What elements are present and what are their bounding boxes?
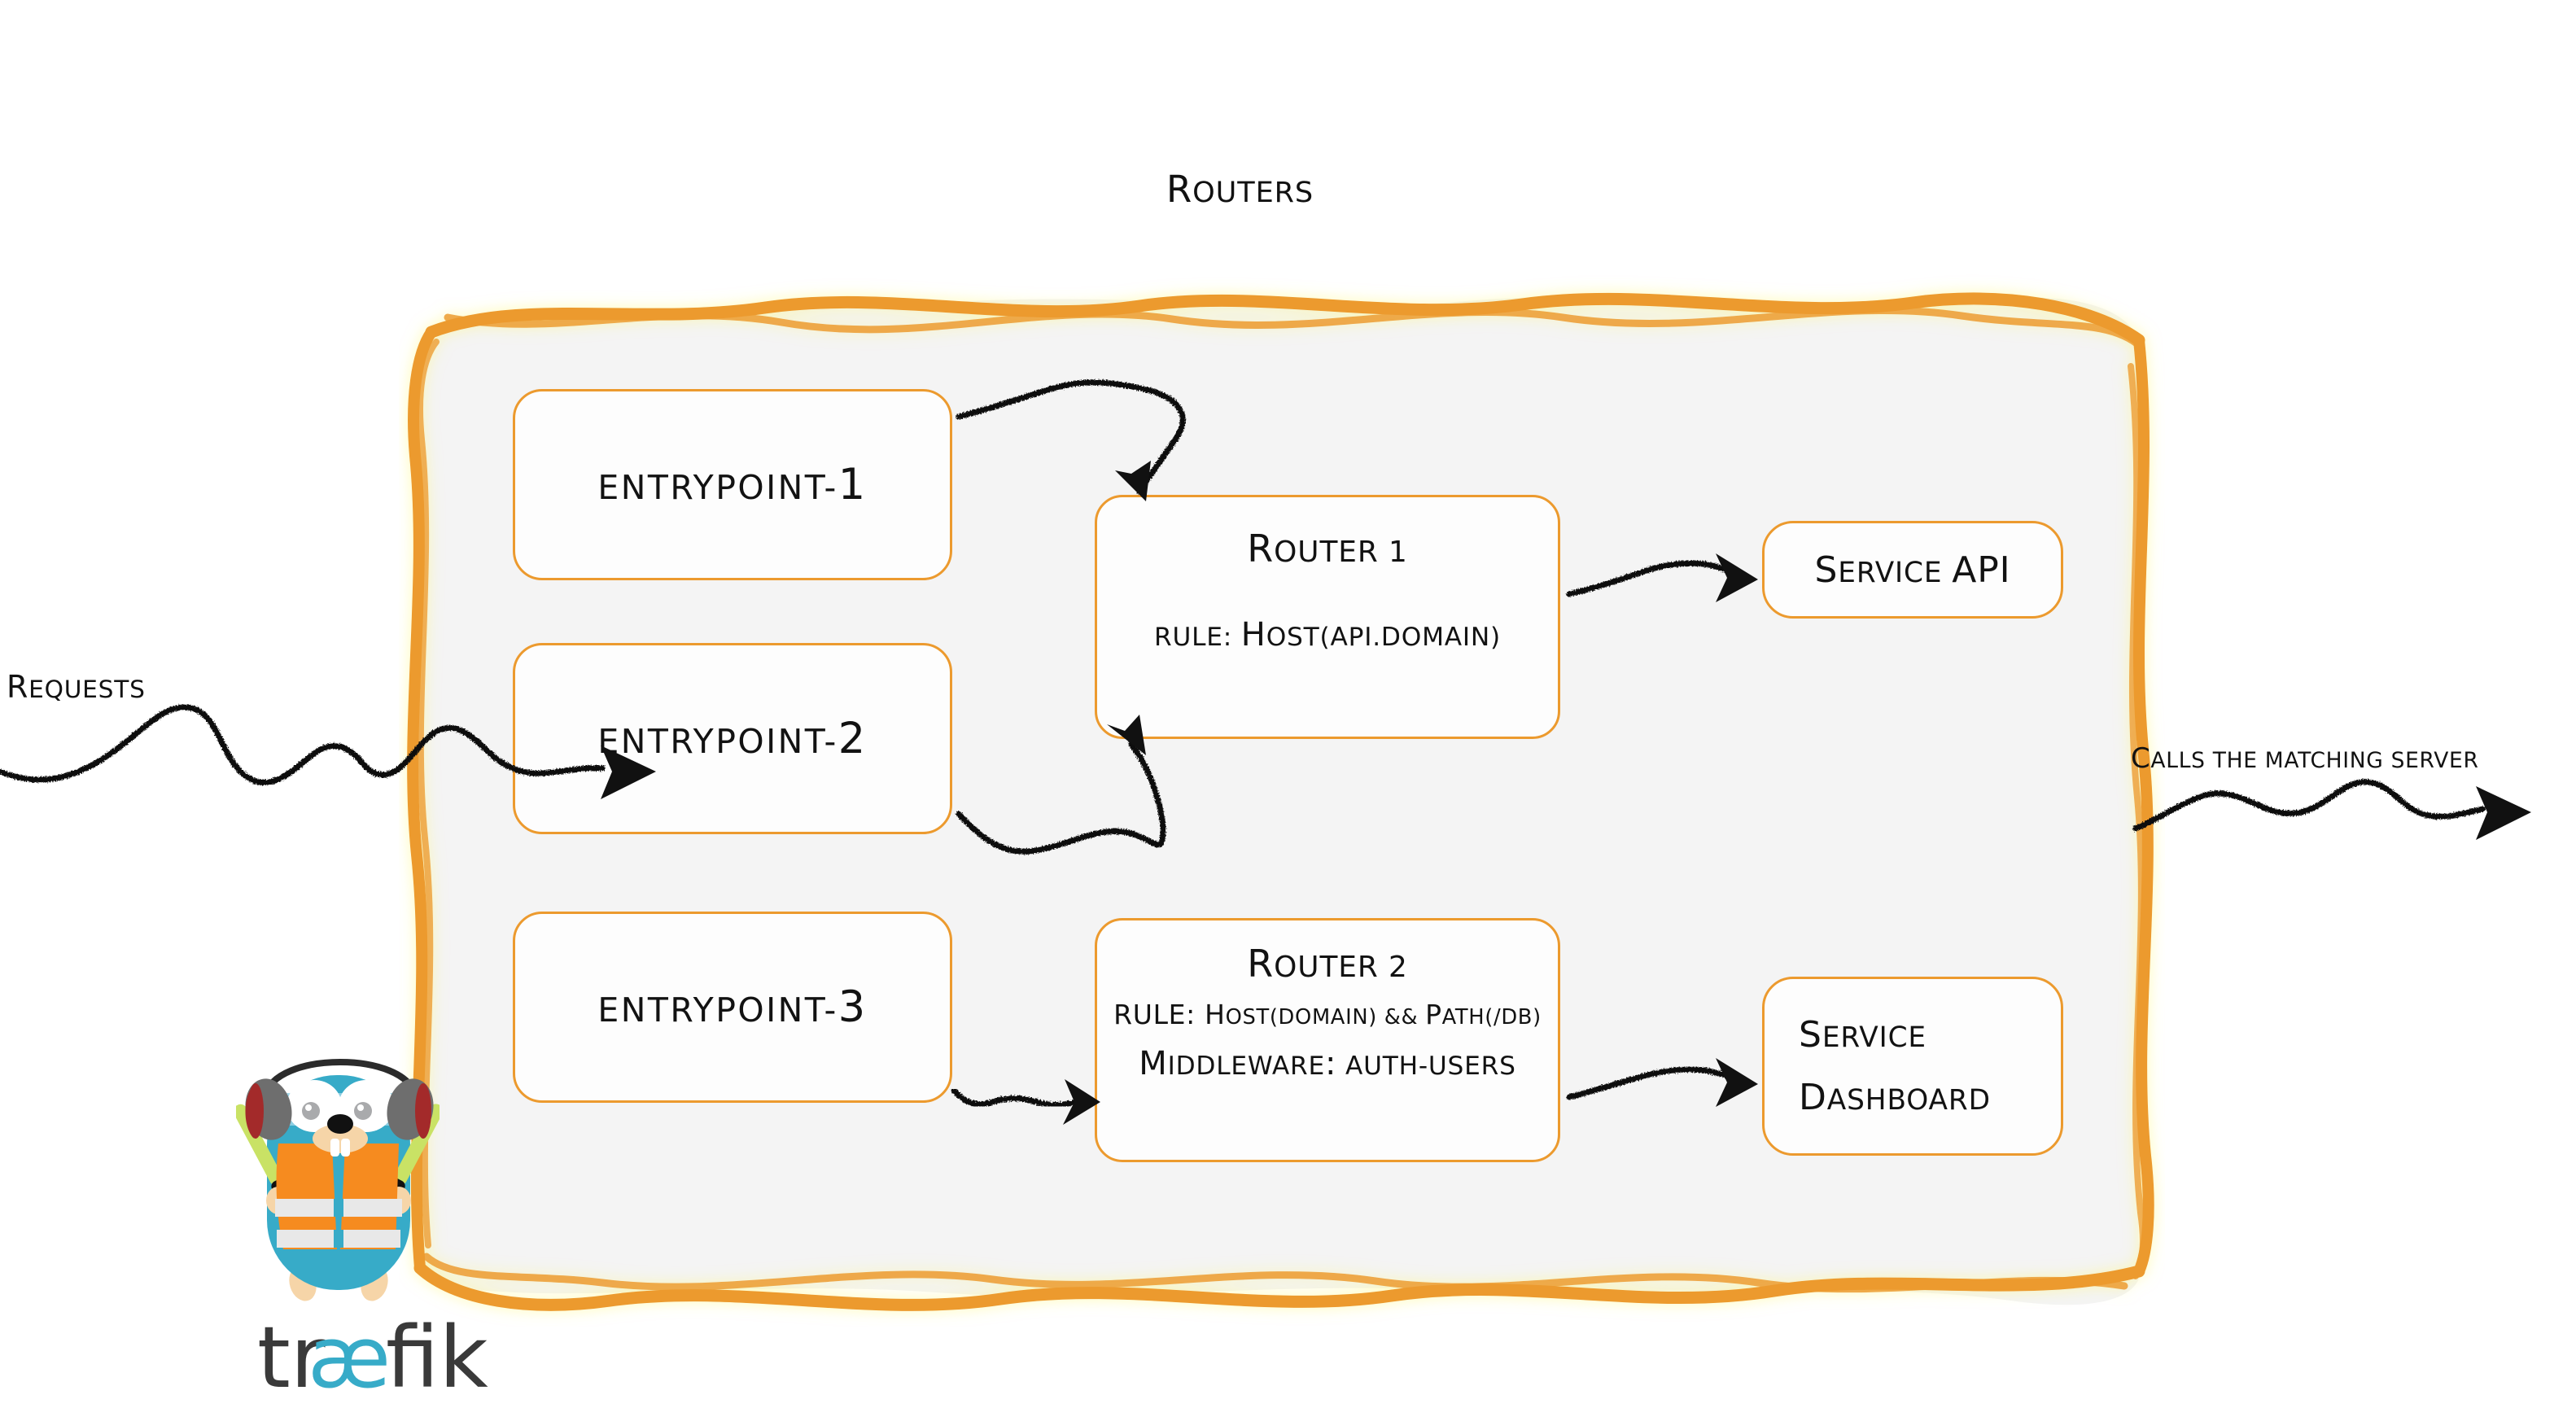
- panel-border-bottom: [413, 1262, 2145, 1311]
- service-dashboard-line2: DASHBOARD: [1799, 1077, 1991, 1118]
- gopher-earcup-left: [245, 1078, 292, 1140]
- traefik-wordmark: tr æ fik: [257, 1317, 488, 1406]
- gopher-tooth-right: [341, 1139, 350, 1157]
- entrypoint-3-text: entrypoint: [597, 990, 824, 1030]
- service-dashboard-box[interactable]: SERVICE DASHBOARD: [1762, 977, 2063, 1156]
- router-1-title: ROUTER 1: [1247, 527, 1408, 571]
- service-api-label: SERVICE API: [1814, 549, 2011, 591]
- entrypoint-1-number: 1: [838, 460, 868, 509]
- entrypoint-2-number: 2: [838, 714, 868, 763]
- gopher-nose: [327, 1114, 353, 1134]
- gopher-earcup-right: [387, 1078, 434, 1140]
- entrypoint-1-text: entrypoint: [597, 468, 824, 507]
- calls-matching-server-label: CALLS THE MATCHING SERVER: [2131, 742, 2479, 775]
- router-2-rule-key: rule:: [1113, 999, 1196, 1030]
- title-first-letter: R: [1166, 168, 1193, 211]
- router-1-rule: rule: HOST(API.DOMAIN): [1153, 616, 1502, 654]
- router-2-middleware: MIDDLEWARE: auth-users: [1139, 1045, 1516, 1082]
- entrypoint-3-box[interactable]: entrypoint-3: [513, 912, 952, 1103]
- gopher-muzzle: [313, 1124, 368, 1153]
- router-2-box[interactable]: ROUTER 2 rule: HOST(DOMAIN) && PATH(/DB)…: [1095, 918, 1560, 1162]
- router-2-middleware-value: auth-users: [1345, 1052, 1516, 1081]
- gopher-vest: [276, 1143, 339, 1249]
- calls-arrow: [2132, 779, 2486, 832]
- entrypoint-2-text: entrypoint: [597, 722, 824, 761]
- router-1-rule-key: rule:: [1153, 623, 1233, 652]
- entrypoint-1-label: entrypoint-1: [597, 460, 868, 509]
- router-1-box[interactable]: ROUTER 1 rule: HOST(API.DOMAIN): [1095, 495, 1560, 739]
- router-2-rule: rule: HOST(DOMAIN) && PATH(/DB): [1113, 999, 1542, 1030]
- title-rest: OUTERS: [1192, 176, 1314, 209]
- requests-label: REQUESTS: [7, 669, 146, 705]
- entrypoint-3-label: entrypoint-3: [597, 982, 868, 1032]
- panel-border-right: [2133, 335, 2154, 1277]
- wordmark-tr: tr: [257, 1317, 326, 1406]
- service-dashboard-line1: SERVICE: [1799, 1014, 1927, 1056]
- traefik-gopher-mascot: [236, 1059, 440, 1301]
- router-2-title: ROUTER 2: [1247, 942, 1408, 986]
- page-title: ROUTERS: [1166, 168, 1314, 211]
- entrypoint-1-box[interactable]: entrypoint-1: [513, 389, 952, 580]
- service-api-box[interactable]: SERVICE API: [1762, 521, 2063, 619]
- entrypoint-2-box[interactable]: entrypoint-2: [513, 643, 952, 834]
- calls-arrowhead: [2476, 786, 2531, 840]
- entrypoint-2-label: entrypoint-2: [597, 714, 868, 763]
- wordmark-ae: æ: [308, 1317, 391, 1406]
- entrypoint-3-number: 3: [838, 982, 868, 1032]
- gopher-tooth-left: [330, 1139, 339, 1157]
- wordmark-fik: fik: [386, 1317, 488, 1406]
